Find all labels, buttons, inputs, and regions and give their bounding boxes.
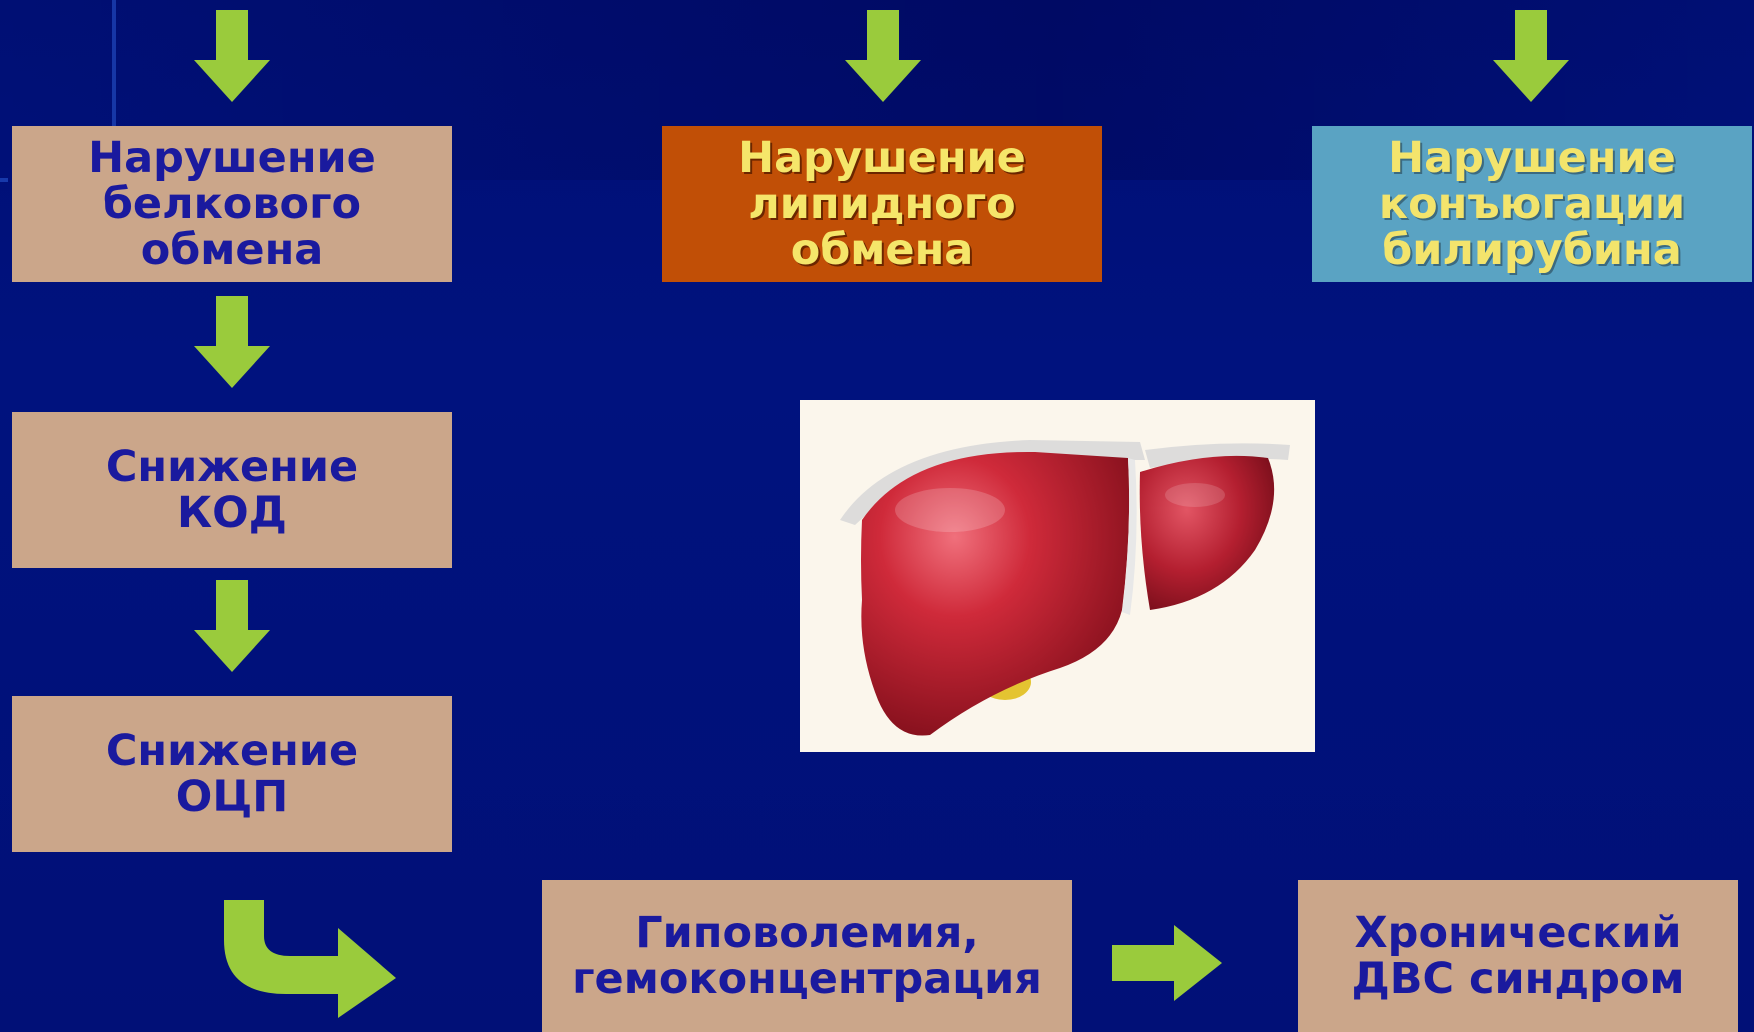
protein-metabolism-box: Нарушение белкового обмена <box>12 126 452 282</box>
arrow-down-icon <box>192 580 272 672</box>
arrow-down-icon <box>1491 10 1571 102</box>
liver-illustration <box>800 400 1315 752</box>
curved-arrow-icon <box>220 900 400 1020</box>
dic-syndrome-box: Хронический ДВС синдром <box>1298 880 1738 1032</box>
ocp-decrease-box: Снижение ОЦП <box>12 696 452 852</box>
arrow-down-icon <box>843 10 923 102</box>
liver-image <box>800 400 1315 752</box>
kod-decrease-box: Снижение КОД <box>12 412 452 568</box>
lipid-metabolism-box: Нарушение липидного обмена <box>662 126 1102 282</box>
bilirubin-conjugation-box: Нарушение конъюгации билирубина <box>1312 126 1752 282</box>
arrow-down-icon <box>192 296 272 388</box>
hypovolemia-box: Гиповолемия, гемоконцентрация <box>542 880 1072 1032</box>
arrow-right-icon <box>1112 925 1222 1001</box>
arrow-down-icon <box>192 10 272 102</box>
